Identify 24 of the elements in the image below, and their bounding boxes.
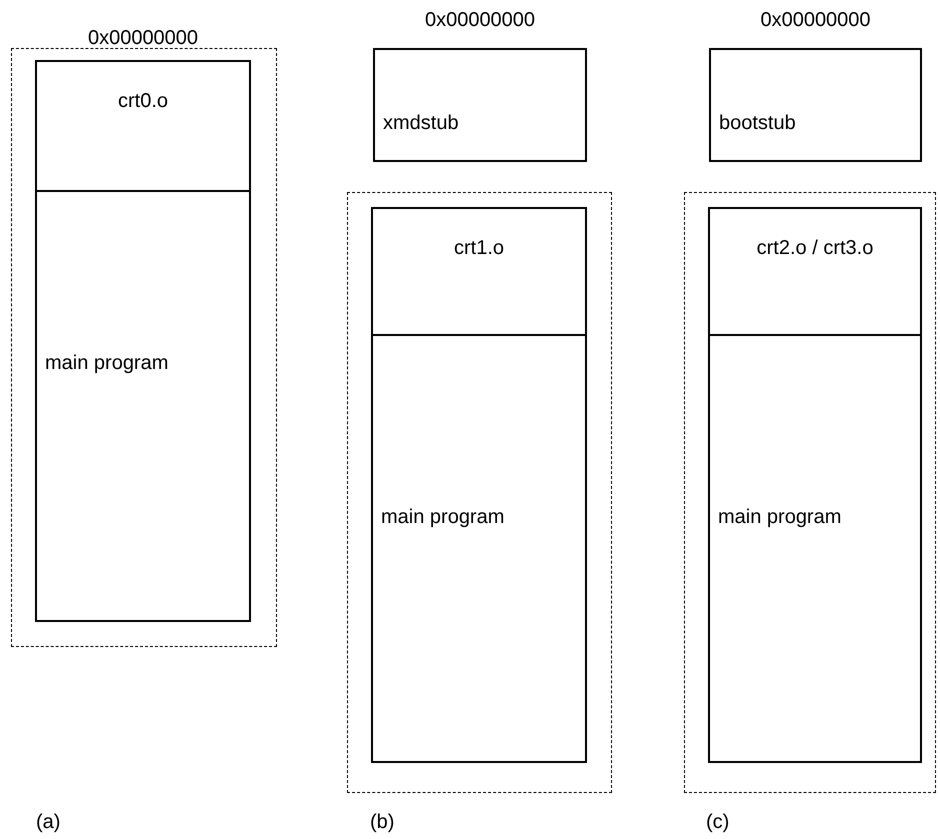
memory-block [373,48,587,162]
memory-section [35,60,251,192]
memory-section [371,207,587,336]
section-label: crt1.o [452,237,506,260]
memory-block [709,48,922,162]
section-label: crt0.o [116,90,170,113]
section-label: main program [45,352,168,375]
dashed-region [347,192,612,793]
section-label: crt2.o / crt3.o [756,237,874,260]
memory-section [371,334,587,763]
section-label: main program [381,506,504,529]
dashed-region [11,48,277,647]
address-label: 0x00000000 [760,10,871,30]
panel-label: (c) [706,812,730,832]
address-label: 0x00000000 [424,10,536,30]
memory-section [708,334,922,763]
panel-label: (a) [36,812,60,832]
dashed-region [684,192,936,793]
section-label: main program [718,506,842,529]
panel-label: (b) [370,812,394,832]
section-label: bootstub [719,112,796,135]
memory-section [35,190,251,622]
memory-section [708,207,922,336]
section-label: xmdstub [383,112,459,135]
